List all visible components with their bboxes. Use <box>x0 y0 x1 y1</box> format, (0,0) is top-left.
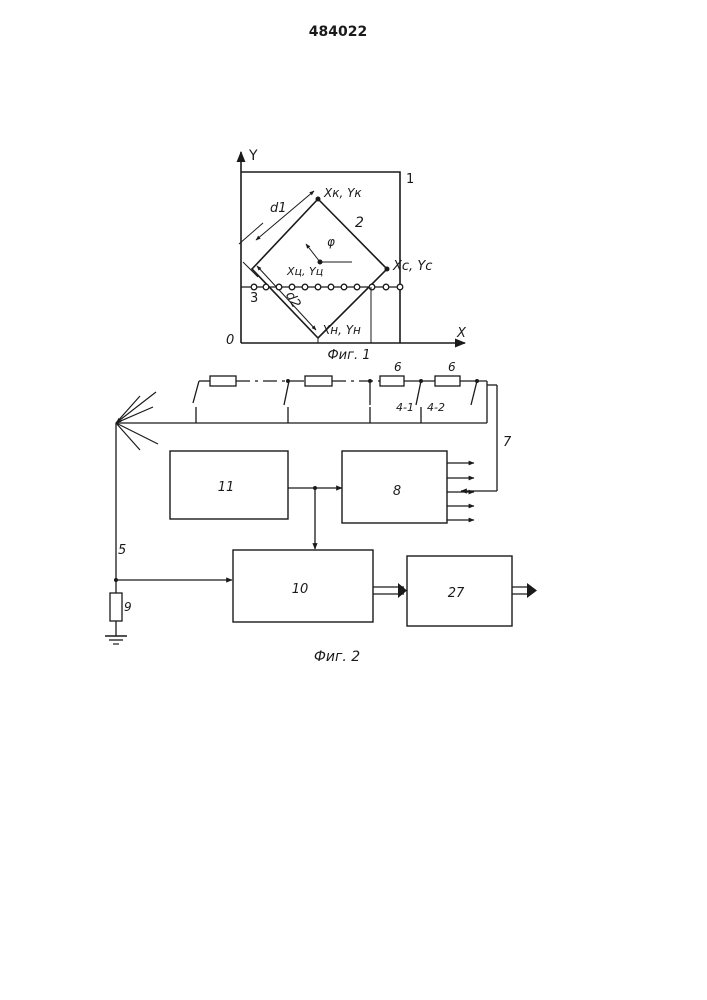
label-3: 3 <box>250 291 258 306</box>
label-point-center: Xц, Yц <box>286 265 323 278</box>
label-d1: d1 <box>270 201 287 216</box>
figure-1-caption: Фиг. 1 <box>327 348 370 363</box>
sensor <box>263 284 269 290</box>
switch <box>193 381 199 403</box>
label-resistor-6a: 6 <box>394 360 402 374</box>
axis-x-label: X <box>456 326 467 341</box>
sensor <box>383 284 389 290</box>
label-5: 5 <box>118 543 126 558</box>
label-switch-4-1: 4-1 <box>396 401 414 414</box>
sensor <box>341 284 347 290</box>
figure-1: Y X 0 1 2 Xк, Yк Xс, Yс Xц, Yц Xн, Yн φ … <box>226 148 467 363</box>
output-27-head <box>527 583 537 598</box>
figure-2: 6 6 4-1 4-2 <box>105 360 537 665</box>
ground-icon <box>105 636 127 644</box>
label-block-10: 10 <box>292 582 309 597</box>
label-9: 9 <box>124 600 132 614</box>
sensor <box>315 284 321 290</box>
label-1: 1 <box>406 172 414 187</box>
sensor <box>328 284 334 290</box>
sensor <box>397 284 403 290</box>
sensor <box>369 284 375 290</box>
link-10-to-27-head <box>398 583 407 598</box>
resistor <box>210 376 236 386</box>
label-point-n: Xн, Yн <box>321 323 361 337</box>
sensor <box>302 284 308 290</box>
label-block-8: 8 <box>393 484 401 499</box>
label-2: 2 <box>355 215 364 231</box>
contact-fan <box>116 392 158 450</box>
switch-4-1 <box>416 381 421 405</box>
figure-2-caption: Фиг. 2 <box>314 649 360 665</box>
sensor <box>354 284 360 290</box>
axis-y-label: Y <box>248 148 258 164</box>
point-k <box>316 197 321 202</box>
resistor-9 <box>110 593 122 621</box>
sensor <box>276 284 282 290</box>
sensor <box>289 284 295 290</box>
label-angle: φ <box>327 235 335 249</box>
resistor <box>305 376 332 386</box>
label-switch-4-2: 4-2 <box>427 401 445 414</box>
angle-ray <box>306 244 320 262</box>
dim-d1-ext <box>239 223 263 244</box>
sensor <box>251 284 257 290</box>
label-point-c: Xс, Yс <box>392 259 432 274</box>
block-8-outputs <box>447 463 474 520</box>
bus-node <box>286 379 290 383</box>
switch-4-2 <box>471 381 477 405</box>
label-point-k: Xк, Yк <box>323 186 362 200</box>
label-block-27: 27 <box>448 586 465 601</box>
resistor <box>380 376 404 386</box>
patent-number: 484022 <box>309 24 367 40</box>
label-resistor-6b: 6 <box>448 360 456 374</box>
switch <box>284 381 289 405</box>
label-7: 7 <box>503 435 512 450</box>
resistor <box>435 376 460 386</box>
point-c <box>385 267 390 272</box>
origin-label: 0 <box>226 333 234 348</box>
label-block-11: 11 <box>218 480 235 495</box>
label-d2: d2 <box>282 289 303 311</box>
